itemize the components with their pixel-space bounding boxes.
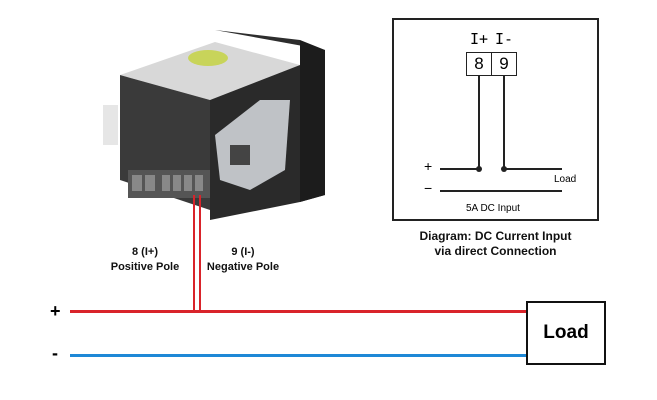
side-clip (103, 105, 118, 145)
terminal-8-desc: Positive Pole (110, 261, 180, 273)
schematic-plus: + (424, 158, 433, 174)
schematic-plus-line (440, 168, 479, 170)
wire-terminal-8 (193, 195, 195, 311)
schematic-wire-9 (503, 76, 505, 169)
terminal-9-label-group: 9 (I-) Negative Pole (203, 245, 283, 275)
junction-dot-8 (476, 166, 482, 172)
schematic-minus-line (440, 190, 562, 192)
load-label: Load (543, 322, 589, 343)
diagram-caption: Diagram: DC Current Input via direct Con… (392, 229, 599, 259)
plus-sign: + (50, 301, 61, 321)
terminal-i-plus-label: I+ (470, 30, 489, 48)
minus-sign: - (52, 343, 58, 363)
schematic-box: I+ I- 8 9 + − Load 5A DC Input (392, 18, 599, 221)
caption-line-2: via direct Connection (434, 244, 557, 258)
terminal-i-minus-label: I- (495, 30, 514, 48)
caption-line-1: Diagram: DC Current Input (419, 229, 572, 243)
schematic-load-line (504, 168, 562, 170)
schematic-load-label: Load (554, 174, 577, 185)
device-sticker (188, 50, 228, 66)
terminal-8-label-group: 8 (I+) Positive Pole (110, 245, 180, 275)
schematic-minus: − (424, 180, 433, 196)
load-box: Load (526, 301, 606, 365)
positive-wire (70, 310, 527, 313)
terminal-8-number: 8 (474, 54, 484, 73)
terminal-8-box: 8 (466, 52, 492, 76)
terminal-9-number: 9 (499, 54, 509, 73)
schematic-input-label: 5A DC Input (466, 203, 520, 214)
terminal-9-label: 9 (I-) (231, 246, 255, 258)
meter-device-illustration (103, 30, 325, 220)
negative-wire (70, 354, 527, 357)
device-label-top (120, 42, 300, 100)
terminal-9-desc: Negative Pole (206, 261, 280, 273)
mounting-clip (215, 100, 290, 190)
wire-terminal-9 (199, 195, 201, 311)
terminal-8-label: 8 (I+) (132, 246, 158, 258)
terminal-9-box: 9 (491, 52, 517, 76)
schematic-wire-8 (478, 76, 480, 169)
